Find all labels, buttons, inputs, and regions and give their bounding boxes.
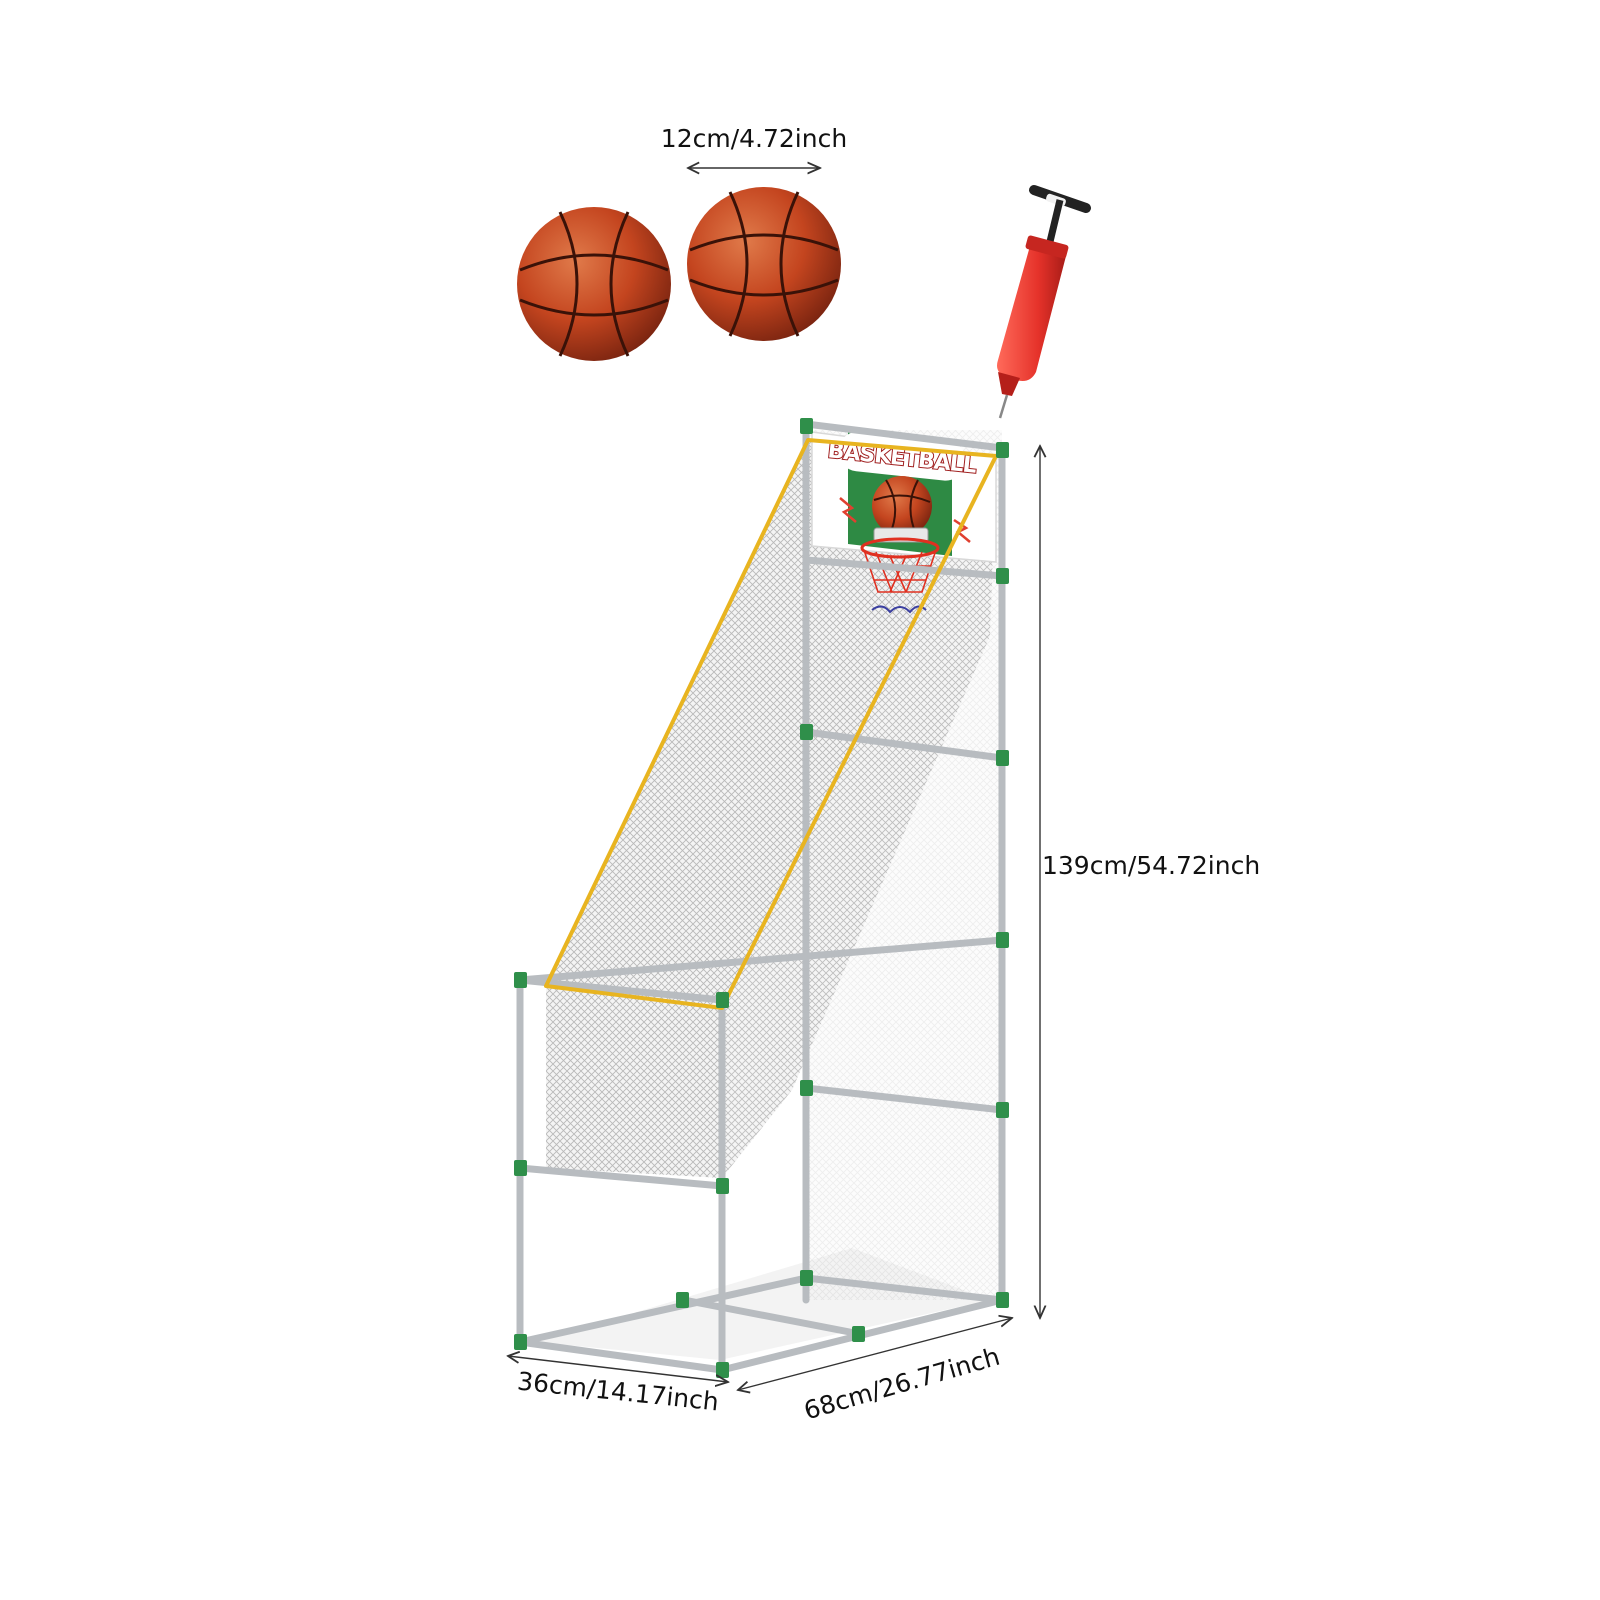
frame-joints — [514, 418, 1009, 1378]
depth-arrow — [508, 1356, 728, 1382]
width-arrow — [738, 1318, 1012, 1390]
ramp-net-side — [722, 456, 996, 1178]
basketball-hoop-icon — [860, 537, 940, 614]
height-dimension: 139cm/54.72inch — [1040, 446, 1260, 1318]
basketball-arcade-frame: BASKETBALL — [514, 418, 1009, 1378]
front-net-panel — [546, 988, 722, 1178]
basketball-icon — [517, 207, 671, 361]
height-label: 139cm/54.72inch — [1042, 851, 1260, 880]
hand-pump-icon — [997, 185, 1091, 419]
ramp-net — [546, 440, 996, 1008]
width-label: 68cm/26.77inch — [801, 1342, 1003, 1426]
basketball-icon — [687, 187, 841, 341]
backboard-ball-graphic — [872, 476, 932, 536]
ball-diameter-label: 12cm/4.72inch — [661, 124, 847, 153]
depth-label: 36cm/14.17inch — [516, 1367, 720, 1417]
ball-diameter-dimension: 12cm/4.72inch — [661, 124, 847, 168]
